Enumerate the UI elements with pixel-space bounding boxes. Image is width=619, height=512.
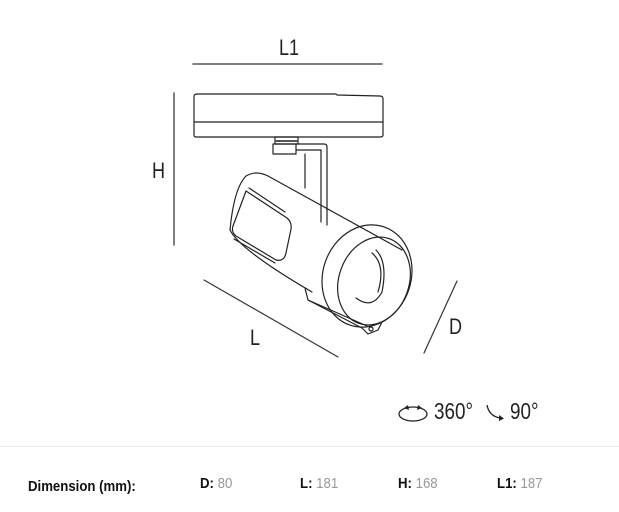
dimension-d: D: 80 (200, 475, 233, 492)
label-l: L (250, 325, 261, 350)
dimension-h: H: 168 (398, 475, 438, 492)
rotation-info: 360° 90° (396, 398, 545, 425)
dimensions-title: Dimension (mm): (28, 478, 136, 495)
label-d: D (449, 314, 463, 339)
label-h: H (152, 158, 166, 183)
l-dimension-line (203, 279, 339, 358)
tilt-angle: 90° (510, 398, 539, 424)
dimension-l: L: 181 (300, 475, 339, 492)
label-l1: L1 (279, 35, 300, 60)
divider (0, 446, 619, 447)
track-spotlight-drawing (173, 63, 458, 358)
dimension-l1: L1: 187 (497, 475, 543, 492)
d-dimension-line (423, 280, 458, 354)
technical-drawing: L1 H L D 360° 90° (152, 35, 545, 425)
dimensions-row: Dimension (mm): D: 80 L: 181 H: 168 L1: … (0, 447, 619, 512)
tilt-arc-icon (486, 404, 504, 421)
rotate-360-icon (398, 404, 428, 422)
pan-angle: 360° (434, 398, 474, 424)
